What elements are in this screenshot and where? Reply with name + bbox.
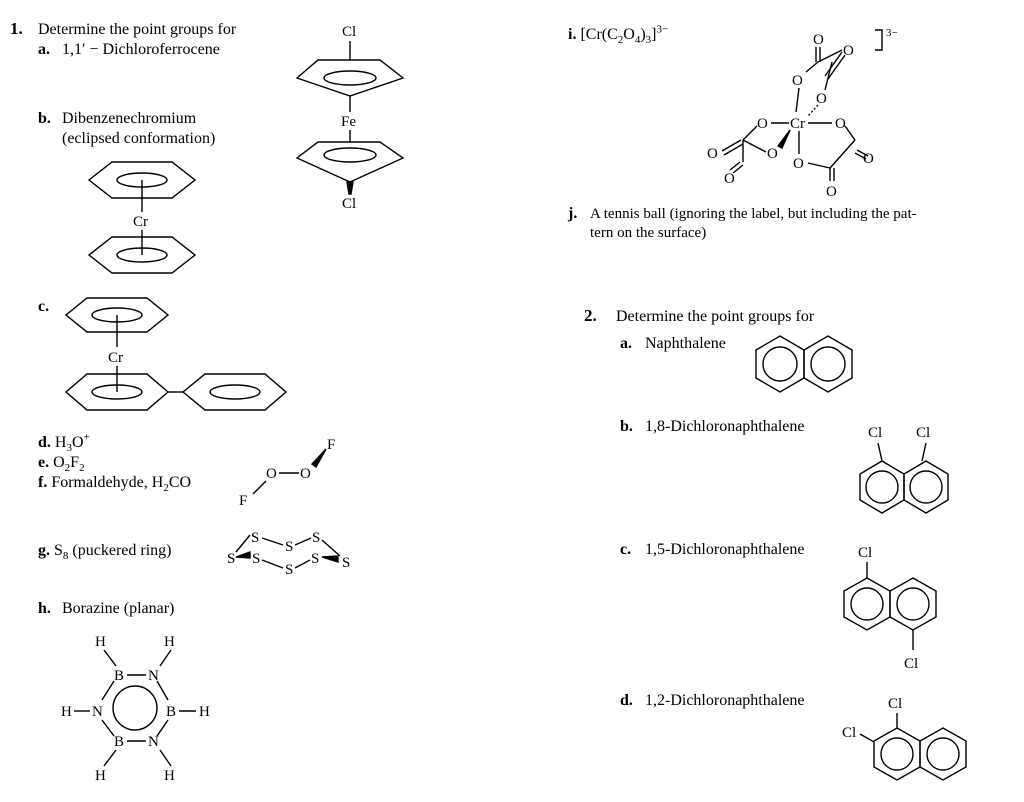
- item-1c-letter: c.: [38, 298, 50, 315]
- ox-o3: O: [792, 73, 803, 89]
- problem-1-prompt: Determine the point groups for: [38, 21, 237, 38]
- item-1f-letter: f.: [38, 474, 48, 491]
- o2f2-f-bottom: F: [239, 493, 247, 509]
- s8-s4: S: [342, 555, 350, 571]
- dbc-cr: Cr: [133, 214, 148, 230]
- item-1j-letter: j.: [568, 205, 578, 222]
- item-1g-letter: g.: [38, 542, 50, 559]
- item-2d-letter: d.: [620, 692, 633, 709]
- borazine-n3: N: [148, 734, 159, 750]
- o2f2-o-left: O: [266, 466, 277, 482]
- o2f2-o-right: O: [300, 466, 311, 482]
- ox-o8: O: [793, 156, 804, 172]
- o2f2-f-top: F: [327, 437, 335, 453]
- item-2b-text: 1,8-Dichloronaphthalene: [645, 418, 805, 435]
- item-1i-formula: [Cr(C2O4)3]3−: [580, 23, 669, 47]
- ferrocene-structure: Cl Fe Cl: [295, 24, 405, 212]
- problem-1-number: 1.: [10, 19, 23, 38]
- item-2a-text: Naphthalene: [645, 335, 726, 352]
- borazine-b3: B: [114, 734, 124, 750]
- ox-o11: O: [863, 151, 874, 167]
- item-1a-letter: a.: [38, 41, 50, 58]
- borazine-b1: B: [114, 668, 124, 684]
- s8-structure: S S S S S S S S: [227, 530, 350, 578]
- item-1b-text2: (eclipsed conformation): [62, 130, 216, 147]
- item-1f-text: Formaldehyde, H2CO: [51, 474, 192, 495]
- problem-2-number: 2.: [584, 306, 597, 325]
- borazine-n1: N: [148, 668, 159, 684]
- item-1f: f. Formaldehyde, H2CO: [38, 474, 192, 495]
- item-2b-letter: b.: [620, 418, 633, 435]
- problem-2-prompt: Determine the point groups for: [616, 308, 815, 325]
- cr-biphenyl-structure: Cr: [64, 297, 288, 411]
- borazine-h3: H: [61, 704, 72, 720]
- dcn15-cl-top: Cl: [858, 545, 872, 561]
- ox-o6: O: [835, 116, 846, 132]
- ox-o7: O: [767, 146, 778, 162]
- dichloronaphthalene-18-structure: Cl Cl: [859, 425, 949, 514]
- item-1d-letter: d.: [38, 434, 51, 451]
- ferrocene-cl-bottom: Cl: [342, 196, 356, 212]
- s8-s7: S: [285, 562, 293, 578]
- item-1j-text2: tern on the surface): [590, 225, 707, 241]
- ox-o10: O: [724, 171, 735, 187]
- item-1i: i. [Cr(C2O4)3]3−: [568, 23, 669, 47]
- item-1j-text: A tennis ball (ignoring the label, but i…: [590, 206, 917, 222]
- dcn12-cl-top: Cl: [888, 696, 902, 712]
- dichloronaphthalene-12-structure: Cl Cl: [842, 696, 967, 781]
- item-1d: d. H3O+: [38, 431, 90, 455]
- dcn18-cl-right: Cl: [916, 425, 930, 441]
- ferrocene-cl-top: Cl: [342, 24, 356, 40]
- item-2c-letter: c.: [620, 541, 632, 558]
- borazine-h6: H: [164, 768, 175, 784]
- item-1g-text: S8 (puckered ring): [54, 542, 172, 563]
- oxalato-chromium-structure: O O O O 3− Cr O O O O O O O O: [707, 27, 898, 200]
- ox-cr: Cr: [790, 116, 805, 132]
- o2f2-structure: F O O F: [239, 437, 335, 509]
- dibenzenechromium-structure: Cr: [87, 161, 197, 274]
- s8-s1: S: [251, 530, 259, 546]
- dcn12-cl-left: Cl: [842, 725, 856, 741]
- item-2d-text: 1,2-Dichloronaphthalene: [645, 692, 805, 709]
- ox-o1: O: [813, 32, 824, 48]
- s8-s8: S: [311, 551, 319, 567]
- item-1e-formula: O2F2: [53, 454, 85, 475]
- biphenyl-cr: Cr: [108, 350, 123, 366]
- borazine-structure: H H B N N H B H B N H H: [61, 634, 210, 784]
- ox-o5: O: [757, 116, 768, 132]
- s8-s6: S: [252, 551, 260, 567]
- ox-o4: O: [816, 91, 827, 107]
- item-1b-letter: b.: [38, 110, 51, 127]
- item-1h-text: Borazine (planar): [62, 600, 175, 617]
- item-1h-letter: h.: [38, 600, 51, 617]
- item-1a-text: 1,1′ − Dichloroferrocene: [62, 41, 220, 58]
- item-1b-text: Dibenzenechromium: [62, 110, 197, 127]
- borazine-n2: N: [92, 704, 103, 720]
- item-1i-letter: i.: [568, 26, 577, 43]
- borazine-h2: H: [164, 634, 175, 650]
- dcn15-cl-bottom: Cl: [904, 656, 918, 672]
- dcn18-cl-left: Cl: [868, 425, 882, 441]
- item-1g: g. S8 (puckered ring): [38, 542, 172, 563]
- ox-o9: O: [707, 146, 718, 162]
- item-1d-formula: H3O+: [54, 431, 90, 455]
- item-2a-letter: a.: [620, 335, 632, 352]
- ox-o12: O: [826, 184, 837, 200]
- item-1e-letter: e.: [38, 454, 50, 471]
- item-1e: e. O2F2: [38, 454, 85, 475]
- ox-charge: 3−: [886, 27, 898, 39]
- borazine-b2: B: [166, 704, 176, 720]
- borazine-h1: H: [95, 634, 106, 650]
- ferrocene-fe: Fe: [341, 114, 356, 130]
- s8-s5: S: [227, 551, 235, 567]
- s8-s2: S: [285, 539, 293, 555]
- s8-s3: S: [312, 530, 320, 546]
- borazine-h5: H: [95, 768, 106, 784]
- item-2c-text: 1,5-Dichloronaphthalene: [645, 541, 805, 558]
- ox-o2: O: [843, 43, 854, 59]
- dichloronaphthalene-15-structure: Cl Cl: [843, 545, 937, 672]
- borazine-h4: H: [199, 704, 210, 720]
- naphthalene-structure: [755, 335, 853, 393]
